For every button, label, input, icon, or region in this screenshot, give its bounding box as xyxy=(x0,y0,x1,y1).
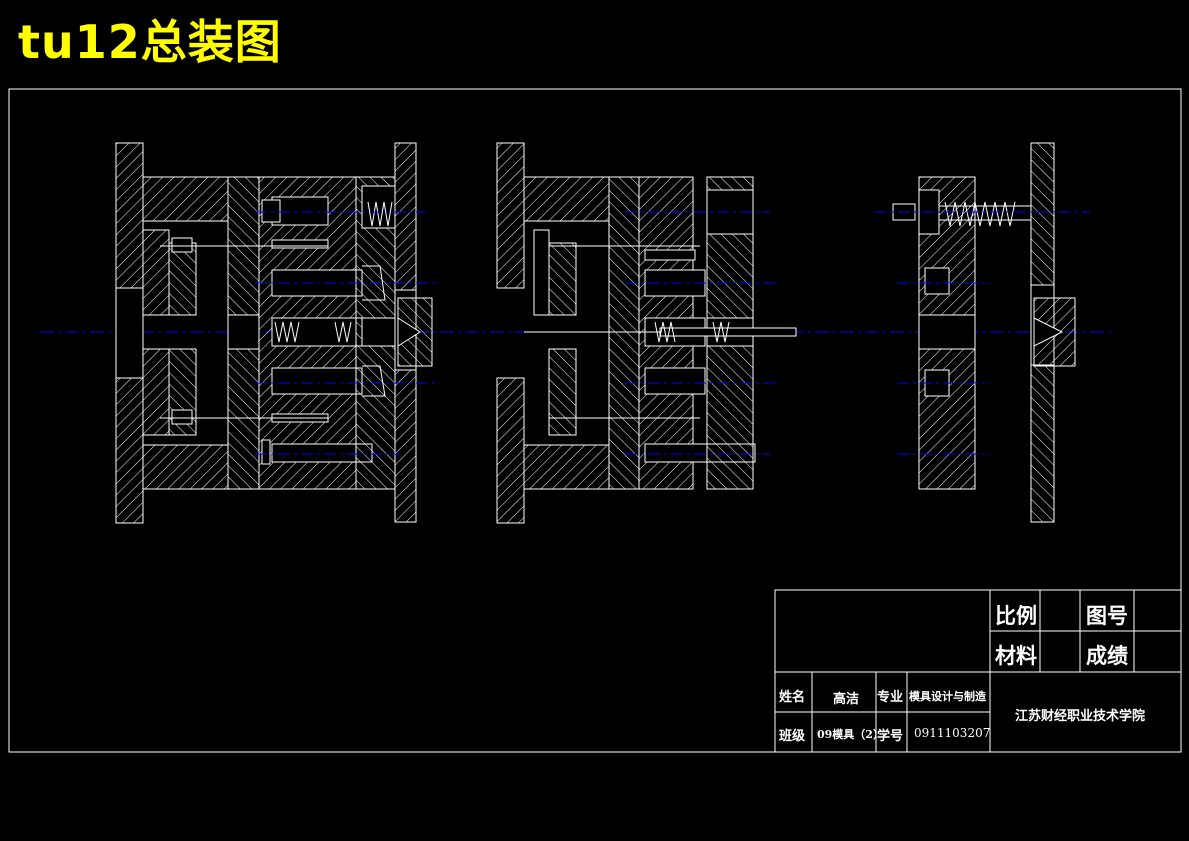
class-value: 09模具（2） xyxy=(817,728,884,741)
title-block-grid xyxy=(774,589,1182,753)
drawing-border xyxy=(8,88,1182,753)
scale-label: 比例 xyxy=(995,603,1037,628)
drawing-title: tu12总装图 xyxy=(18,15,282,69)
view-closed-mold xyxy=(115,142,433,524)
name-value: 高洁 xyxy=(833,692,860,707)
view-fixed-half xyxy=(892,142,1076,523)
grade-label: 成绩 xyxy=(1086,643,1128,668)
major-label: 专业 xyxy=(877,690,904,705)
name-label: 姓名 xyxy=(779,690,806,705)
view-open-mold xyxy=(496,142,797,524)
drawing-number-label: 图号 xyxy=(1086,603,1128,628)
class-label: 班级 xyxy=(779,729,806,744)
axis-lines xyxy=(255,211,1090,455)
major-value: 模具设计与制造 xyxy=(909,690,986,703)
student-id-value: 0911103207 xyxy=(914,726,991,740)
material-label: 材料 xyxy=(995,643,1037,668)
school-name: 江苏财经职业技术学院 xyxy=(1015,709,1146,724)
student-id-label: 学号 xyxy=(877,729,904,744)
